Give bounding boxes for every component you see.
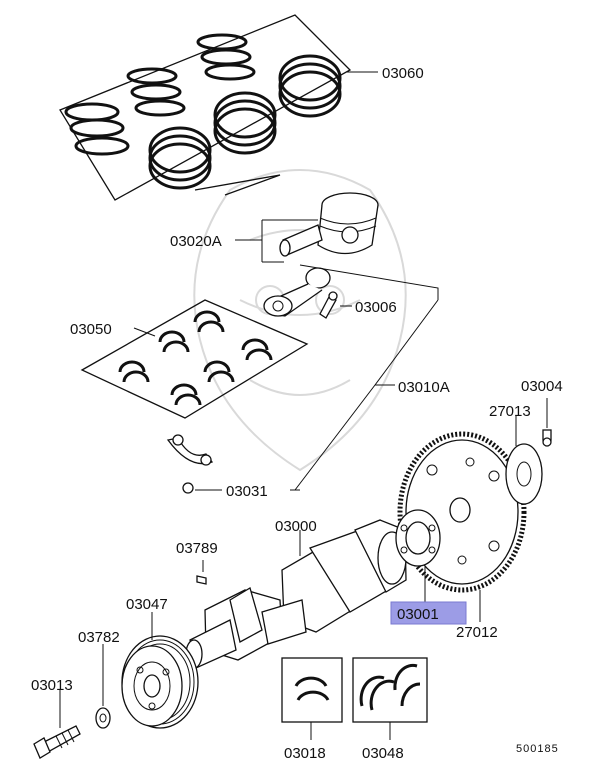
ring-stack-3 [278,54,342,118]
piston-pin[interactable] [279,224,323,257]
rod-nut[interactable] [182,482,194,494]
thrust-washer-box[interactable] [352,657,428,723]
rod-cap[interactable] [166,434,214,466]
label-03018[interactable]: 03018 [284,745,326,762]
flywheel-bolt[interactable] [542,429,552,447]
pulley-bolt[interactable] [33,725,81,759]
label-03004[interactable]: 03004 [521,378,563,395]
adapter-plate[interactable] [505,443,543,505]
label-03001[interactable]: 03001 [397,606,439,623]
label-03050[interactable]: 03050 [70,321,112,338]
crankshaft-pulley[interactable] [121,635,199,729]
label-03048[interactable]: 03048 [362,745,404,762]
crankshaft-spacer[interactable] [395,509,441,567]
label-03789[interactable]: 03789 [176,540,218,557]
ring-row-mid-top [126,67,186,117]
ring-row-left [64,102,130,156]
highlight-03001 [390,601,467,625]
crank-bearing-box[interactable] [281,657,343,723]
label-27012[interactable]: 27012 [456,624,498,641]
piston-ring-set[interactable] [59,14,352,201]
ring-stack-1 [148,126,212,190]
main-bearing-set[interactable] [80,299,309,419]
crankshaft[interactable] [185,519,407,669]
ring-stack-2 [213,91,277,155]
label-03013[interactable]: 03013 [31,677,73,694]
connecting-rod[interactable] [263,267,331,317]
woodruff-key[interactable] [196,575,207,585]
pulley-washer[interactable] [95,707,111,729]
ring-row-right-top [196,33,256,81]
label-03782[interactable]: 03782 [78,629,120,646]
label-03031[interactable]: 03031 [226,483,268,500]
diagram-code: 500185 [516,743,559,755]
label-03060[interactable]: 03060 [382,65,424,82]
label-03006[interactable]: 03006 [355,299,397,316]
piston[interactable] [317,192,379,255]
label-03047[interactable]: 03047 [126,596,168,613]
label-03000[interactable]: 03000 [275,518,317,535]
label-03020A[interactable]: 03020A [170,233,222,250]
label-27013[interactable]: 27013 [489,403,531,420]
rod-bolt[interactable] [319,291,338,319]
label-03010A[interactable]: 03010A [398,379,450,396]
